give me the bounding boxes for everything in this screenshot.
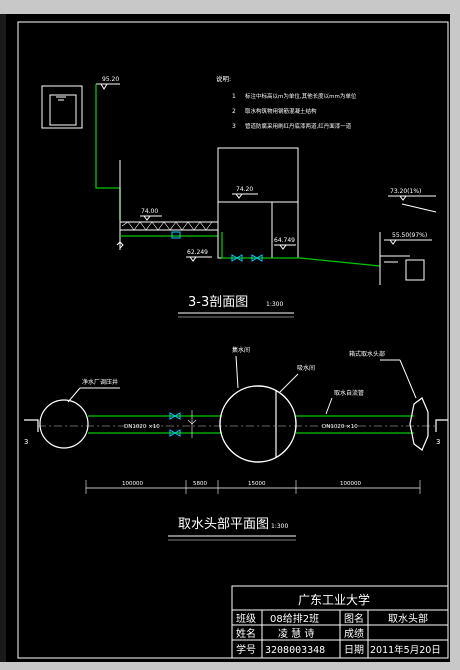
tb-r3-c2: 3208003348 bbox=[265, 645, 325, 656]
level-73-20: 73.20(1%) bbox=[390, 188, 421, 195]
notes-block: 说明: 1 标注中标高以m为单位,其他长度以mm为单位 2 取水构筑物用钢筋混凝… bbox=[216, 74, 357, 130]
viewport-top-bar bbox=[0, 0, 460, 14]
school-name: 广东工业大学 bbox=[298, 592, 370, 607]
plan-scale: 1:300 bbox=[271, 523, 288, 530]
notes-heading: 说明: bbox=[216, 74, 231, 83]
pump-house-label: 吸水间 bbox=[297, 364, 315, 372]
intake-box bbox=[405, 259, 425, 281]
tb-r2-c2: 凌 慧 诗 bbox=[278, 627, 314, 640]
plan-title: 取水头部平面图 bbox=[178, 517, 269, 532]
intake-head bbox=[409, 397, 429, 451]
level-62-249: 62.249 bbox=[187, 249, 208, 256]
title-block: 广东工业大学 班级 08给排2班 图名 取水头部 姓名 凌 慧 诗 成绩 学号 … bbox=[231, 585, 449, 659]
left-well-label: 净水厂调压井 bbox=[82, 378, 118, 386]
green-riser-pipe bbox=[95, 84, 121, 220]
tb-r2-c1: 姓名 bbox=[236, 627, 256, 640]
note-2-text: 取水构筑物用钢筋混凝土结构 bbox=[245, 107, 317, 115]
tb-r3-c3: 日期 bbox=[344, 644, 364, 656]
tb-r1-c3: 图名 bbox=[344, 612, 364, 625]
viewport-bottom-bar bbox=[0, 662, 460, 670]
valve-upper-icon bbox=[169, 412, 181, 420]
outlet-pipe bbox=[221, 232, 381, 267]
level-55-50: 55.50(97%) bbox=[392, 232, 427, 239]
reservoir-box bbox=[41, 85, 83, 129]
intake-label: 箱式取水头部 bbox=[349, 350, 385, 358]
valve-lower-icon bbox=[169, 429, 181, 437]
note-1-text: 标注中标高以m为单位,其他长度以mm为单位 bbox=[245, 92, 357, 100]
reservoir-inner bbox=[49, 94, 77, 126]
dim-4: 100000 bbox=[340, 481, 361, 487]
dim-3: 15000 bbox=[248, 481, 266, 487]
tb-r1-c1: 班级 bbox=[236, 613, 256, 625]
level-95-20: 95.20 bbox=[102, 76, 119, 83]
valve-icon bbox=[231, 254, 243, 262]
note-3-num: 3 bbox=[232, 123, 236, 130]
viewport-left-edge bbox=[0, 0, 6, 670]
pipe-left-label: DN1020 ×10 bbox=[124, 424, 160, 430]
level-74-20: 74.20 bbox=[236, 186, 253, 193]
note-2-num: 2 bbox=[232, 108, 236, 115]
pump-station-label: 集水间 bbox=[232, 346, 250, 354]
level-74-00: 74.00 bbox=[141, 208, 158, 215]
valve-label: 取水自流管 bbox=[334, 389, 364, 397]
plan-view: 3 3 净水厂调压井 DN1020 ×10 集水间 吸水间 DN1020 ×10… bbox=[24, 346, 448, 541]
section-title: 3-3剖面图 bbox=[188, 295, 248, 310]
section-mark-left: 3 bbox=[24, 438, 28, 446]
note-1-num: 1 bbox=[232, 93, 236, 100]
section-view: 95.20 74.00 74.20 62.249 64.749 bbox=[41, 76, 437, 318]
left-well bbox=[39, 399, 89, 449]
section-mark-right: 3 bbox=[436, 438, 440, 446]
tb-r1-c4: 取水头部 bbox=[388, 612, 428, 625]
section-scale: 1:300 bbox=[266, 301, 283, 308]
viewport-right-edge bbox=[450, 0, 460, 670]
level-marker-icon bbox=[100, 83, 108, 90]
tb-r2-c3: 成绩 bbox=[344, 627, 364, 640]
ground-hatch bbox=[121, 221, 213, 231]
tb-r3-c4: 2011年5月20日 bbox=[370, 644, 441, 656]
dim-1: 100000 bbox=[122, 481, 143, 487]
pipe-right-label: DN1020 ×10 bbox=[322, 424, 358, 430]
note-3-text: 管道防腐采用刷红丹底漆两道,红丹面漆一道 bbox=[245, 122, 352, 130]
tb-r1-c2: 08给排2班 bbox=[270, 612, 319, 625]
tb-r3-c1: 学号 bbox=[236, 643, 256, 656]
pump-station bbox=[219, 385, 297, 463]
dim-2: 5800 bbox=[193, 481, 207, 487]
level-64-749: 64.749 bbox=[274, 237, 295, 244]
gate-valve-icon bbox=[171, 231, 181, 239]
